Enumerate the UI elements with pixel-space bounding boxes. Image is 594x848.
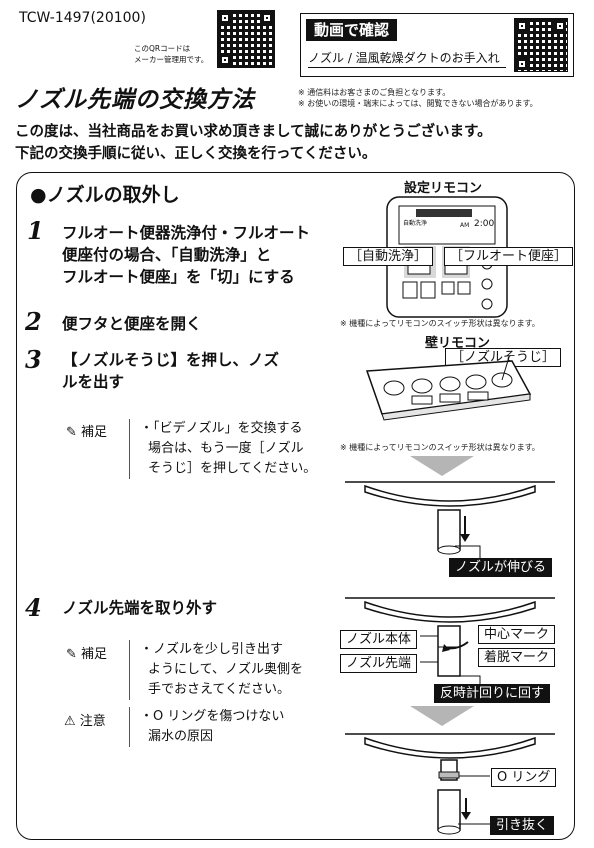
video-qr-code-icon[interactable]	[514, 18, 568, 72]
step-4-note-line2: ようにして、ノズル奥側を	[148, 662, 303, 677]
pencil-icon: ✎	[66, 425, 77, 440]
section-heading: ●ノズルの取外し	[30, 184, 180, 206]
video-box: 動画で確認 ノズル / 温風乾燥ダクトのお手入れ	[300, 13, 574, 77]
lcd-text-am: AM	[460, 222, 470, 229]
rotate-ccw-label: 反時計回りに回す	[434, 684, 551, 703]
step-3-supplement-label: ✎ 補足	[66, 421, 107, 440]
video-subtitle: ノズル / 温風乾燥ダクトのお手入れ	[308, 49, 506, 68]
supplement-label: 補足	[81, 425, 108, 440]
nozzle-removal-illustration	[345, 597, 555, 690]
nozzle-extend-illustration	[345, 481, 555, 566]
lcd-text-auto: 自動洗浄	[403, 220, 428, 227]
page-title: ノズル先端の交換方法	[15, 87, 255, 113]
step-3-note-line2: 場合は、もう一度［ノズル	[148, 441, 304, 456]
notice-line1: ※ 通信料はお客さまのご負担となります。	[298, 88, 451, 97]
step-3-note-line3: そうじ］を押してください。	[148, 461, 317, 476]
qr-note-line1: このQRコードは	[134, 44, 191, 53]
model-code: TCW-1497(20100)	[19, 10, 146, 26]
main-panel	[16, 172, 575, 840]
step-4-note: ・ノズルを少し引き出す ようにして、ノズル奥側を 手でおさえてください。	[129, 640, 303, 700]
o-ring-label: O リング	[491, 768, 557, 787]
qr-note-line2: メーカー管理用です。	[134, 55, 209, 64]
step-4-caution-label: ⚠ 注意	[64, 710, 106, 729]
step-4-note-line1: ・ノズルを少し引き出す	[140, 642, 284, 657]
step-4-supplement-label: ✎ 補足	[66, 643, 107, 662]
auto-wash-label: ［自動洗浄］	[343, 247, 434, 266]
step-3-line1: 【ノズルそうじ】を押し、ノズ	[62, 351, 280, 369]
step-4-note-line3: 手でおさえてください。	[148, 682, 290, 697]
step-3-note-line1: ・「ビデノズル」を交換する	[140, 421, 303, 436]
step-1-line1: フルオート便器洗浄付・フルオート	[62, 224, 311, 242]
pencil-icon: ✎	[66, 647, 77, 662]
step-3-number: 3	[25, 345, 42, 374]
detach-mark-label: 着脱マーク	[478, 648, 556, 667]
step-4-text: ノズル先端を取り外す	[62, 599, 218, 617]
step-1-text: フルオート便器洗浄付・フルオート 便座付の場合、「自動洗浄」と フルオート便座」…	[62, 222, 310, 288]
step-3-text: 【ノズルそうじ】を押し、ノズ ルを出す	[62, 349, 279, 393]
step-1-number: 1	[27, 216, 44, 245]
video-title: 動画で確認	[306, 19, 398, 41]
caution-label: 注意	[79, 714, 106, 729]
step-4-number: 4	[25, 593, 42, 622]
nozzle-pullout-illustration	[345, 733, 555, 835]
center-mark-label: 中心マーク	[478, 625, 556, 644]
step-4-caution-line1: ・O リングを傷つけない	[140, 709, 285, 724]
full-auto-seat-label: ［フルオート便座］	[444, 247, 574, 266]
notice-line2: ※ お使いの環境・端末によっては、閲覧できない場合があります。	[298, 99, 538, 108]
remote-title: 設定リモコン	[404, 181, 483, 196]
nozzle-body-label: ノズル本体	[340, 630, 418, 649]
down-arrow-icon-2	[410, 706, 474, 726]
nozzle-tip-label: ノズル先端	[340, 654, 418, 673]
intro-line2: 下記の交換手順に従い、正しく交換を行ってください。	[15, 146, 377, 162]
wall-remote-title: 壁リモコン	[425, 336, 491, 351]
qr-note: このQRコードは メーカー管理用です。	[134, 43, 208, 65]
wall-remote-illustration	[365, 356, 532, 421]
step-2-number: 2	[25, 307, 42, 336]
step-3-note: ・「ビデノズル」を交換する 場合は、もう一度［ノズル そうじ］を押してください。	[129, 419, 316, 479]
step-4-caution-line2: 漏水の原因	[148, 729, 214, 744]
lcd-text-time: 2:00	[474, 219, 495, 229]
supplement-label-2: 補足	[81, 647, 108, 662]
nozzle-extends-label: ノズルが伸びる	[449, 558, 553, 577]
pull-out-label: 引き抜く	[490, 816, 555, 835]
remote-note: ※ 機種によってリモコンのスイッチ形状は異なります。	[340, 319, 540, 328]
wall-remote-note: ※ 機種によってリモコンのスイッチ形状は異なります。	[340, 443, 540, 452]
maker-qr-code-icon	[217, 10, 275, 68]
step-2-text: 便フタと便座を開く	[62, 315, 202, 333]
step-4-caution: ・O リングを傷つけない 漏水の原因	[129, 707, 284, 747]
intro-line1: この度は、当社商品をお買い求め頂きまして誠にありがとうございます。	[15, 124, 492, 140]
warning-icon: ⚠	[64, 714, 76, 729]
step-1-line2: 便座付の場合、「自動洗浄」と	[62, 246, 272, 264]
step-1-line3: フルオート便座」を「切」にする	[62, 268, 295, 286]
step-3-line2: ルを出す	[62, 373, 125, 391]
down-arrow-icon	[410, 456, 474, 476]
